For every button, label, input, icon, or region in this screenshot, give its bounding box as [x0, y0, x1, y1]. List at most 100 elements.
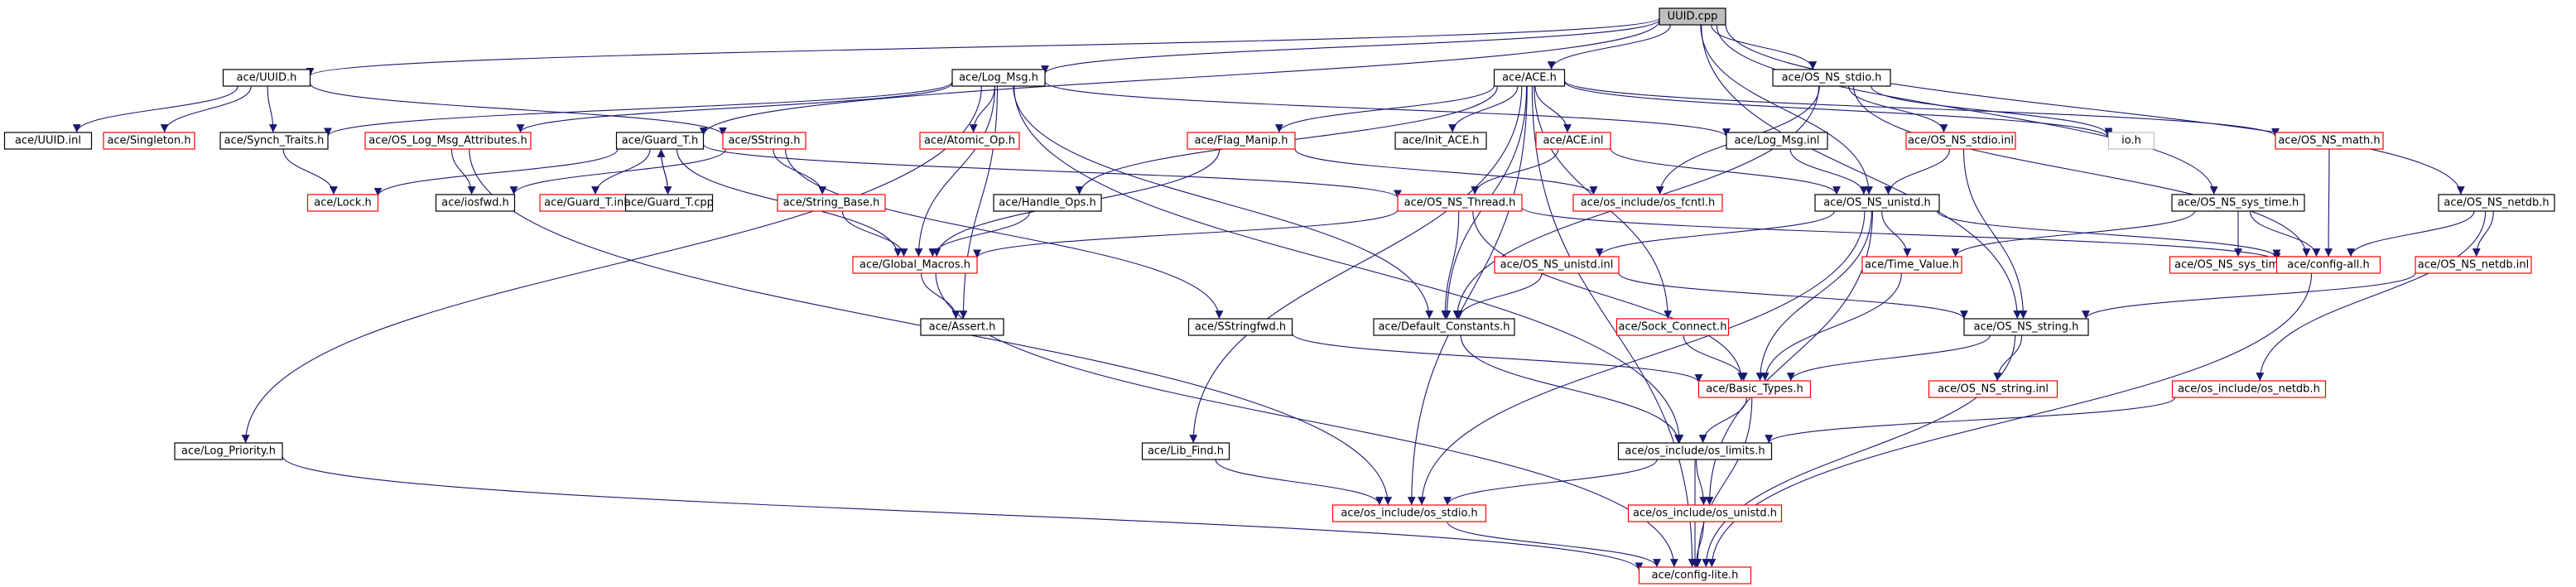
node-os_ns_thread_h[interactable]: ace/OS_NS_Thread.h — [1397, 194, 1523, 212]
node-os_ns_string_inl[interactable]: ace/OS_NS_string.inl — [1928, 380, 2058, 398]
node-time_value_h[interactable]: ace/Time_Value.h — [1861, 256, 1962, 274]
node-box-handle_ops_h[interactable] — [993, 194, 1102, 212]
node-box-log_msg_h[interactable] — [951, 69, 1046, 87]
node-box-atomic_op_h[interactable] — [919, 132, 1020, 150]
node-box-basic_types_h[interactable] — [1697, 380, 1812, 398]
node-log_priority_h[interactable]: ace/Log_Priority.h — [174, 442, 283, 460]
node-uuid_inl[interactable]: ace/UUID.inl — [3, 132, 93, 150]
node-config_all_h[interactable]: ace/config-all.h — [2275, 256, 2381, 274]
node-os_ns_netdb_h[interactable]: ace/OS_NS_netdb.h — [2438, 194, 2555, 212]
node-os_log_msg_attr_h[interactable]: ace/OS_Log_Msg_Attributes.h — [364, 132, 532, 150]
node-box-default_constants_h[interactable] — [1373, 318, 1515, 336]
node-box-os_include_unistd_h[interactable] — [1627, 504, 1783, 522]
node-box-guard_t_h[interactable] — [615, 132, 705, 150]
node-box-os_ns_stdio_inl[interactable] — [1905, 132, 2016, 150]
node-flag_manip_h[interactable]: ace/Flag_Manip.h — [1187, 132, 1296, 150]
node-log_msg_inl[interactable]: ace/Log_Msg.inl — [1726, 132, 1828, 150]
node-box-uuid_inl[interactable] — [3, 132, 93, 150]
node-box-os_ns_sys_time_h[interactable] — [2171, 194, 2305, 212]
node-box-ace_h[interactable] — [1493, 69, 1566, 87]
node-io_h[interactable]: io.h — [2107, 132, 2155, 150]
node-default_constants_h[interactable]: ace/Default_Constants.h — [1373, 318, 1515, 336]
node-atomic_op_h[interactable]: ace/Atomic_Op.h — [919, 132, 1020, 150]
node-config_lite_h[interactable]: ace/config-lite.h — [1638, 566, 1752, 585]
node-init_ace_h[interactable]: ace/Init_ACE.h — [1394, 132, 1487, 150]
node-handle_ops_h[interactable]: ace/Handle_Ops.h — [993, 194, 1102, 212]
node-synch_traits_h[interactable]: ace/Synch_Traits.h — [219, 132, 329, 150]
node-sstring_h[interactable]: ace/SString.h — [722, 132, 807, 150]
node-box-init_ace_h[interactable] — [1394, 132, 1487, 150]
node-box-assert_h[interactable] — [920, 318, 1004, 336]
node-box-synch_traits_h[interactable] — [219, 132, 329, 150]
node-box-singleton_h[interactable] — [103, 132, 195, 150]
node-box-lib_find_h[interactable] — [1141, 442, 1230, 460]
node-sock_connect_h[interactable]: ace/Sock_Connect.h — [1615, 318, 1730, 336]
node-box-uuid_h[interactable] — [222, 69, 311, 87]
node-box-config_all_h[interactable] — [2275, 256, 2381, 274]
node-box-sstringfwd_h[interactable] — [1187, 318, 1293, 336]
node-sstringfwd_h[interactable]: ace/SStringfwd.h — [1187, 318, 1293, 336]
node-lock_h[interactable]: ace/Lock.h — [306, 194, 379, 212]
node-os_ns_sys_time_inl[interactable]: ace/OS_NS_sys_time.inl — [2169, 256, 2308, 274]
edge-os_ns_string_h-to-os_ns_string_inl — [1993, 334, 2023, 382]
node-lib_find_h[interactable]: ace/Lib_Find.h — [1141, 442, 1230, 460]
node-os_include_limits_h[interactable]: ace/os_include/os_limits.h — [1617, 442, 1773, 460]
node-box-os_ns_unistd_h[interactable] — [1814, 194, 1940, 212]
node-global_macros_h[interactable]: ace/Global_Macros.h — [852, 256, 978, 274]
node-os_ns_stdio_h[interactable]: ace/OS_NS_stdio.h — [1772, 69, 1891, 87]
node-guard_t_cpp[interactable]: ace/Guard_T.cpp — [624, 194, 714, 212]
node-box-io_h[interactable] — [2107, 132, 2155, 150]
node-box-iosfwd_h[interactable] — [435, 194, 516, 212]
node-box-os_ns_unistd_inl[interactable] — [1494, 256, 1620, 274]
node-box-sock_connect_h[interactable] — [1615, 318, 1730, 336]
node-os_include_netdb_h[interactable]: ace/os_include/os_netdb.h — [2171, 380, 2327, 398]
node-string_base_h[interactable]: ace/String_Base.h — [777, 194, 886, 212]
node-os_ns_sys_time_h[interactable]: ace/OS_NS_sys_time.h — [2171, 194, 2305, 212]
node-box-os_ns_string_h[interactable] — [1963, 318, 2089, 336]
node-os_ns_unistd_h[interactable]: ace/OS_NS_unistd.h — [1814, 194, 1940, 212]
node-box-global_macros_h[interactable] — [852, 256, 978, 274]
node-uuid_cpp[interactable]: UUID.cpp — [1659, 7, 1726, 26]
edge-uuid_h-to-uuid_inl — [72, 85, 238, 133]
node-os_ns_string_h[interactable]: ace/OS_NS_string.h — [1963, 318, 2089, 336]
node-guard_t_h[interactable]: ace/Guard_T.h — [615, 132, 705, 150]
node-box-os_include_netdb_h[interactable] — [2171, 380, 2327, 398]
node-box-log_priority_h[interactable] — [174, 442, 283, 460]
node-box-uuid_cpp[interactable] — [1659, 7, 1726, 26]
node-box-time_value_h[interactable] — [1861, 256, 1962, 274]
node-box-os_ns_math_h[interactable] — [2275, 132, 2384, 150]
node-box-os_ns_netdb_inl[interactable] — [2415, 256, 2532, 274]
node-guard_t_inl[interactable]: ace/Guard_T.inl — [539, 194, 632, 212]
node-iosfwd_h[interactable]: ace/iosfwd.h — [435, 194, 516, 212]
node-os_include_unistd_h[interactable]: ace/os_include/os_unistd.h — [1627, 504, 1783, 522]
node-ace_inl[interactable]: ace/ACE.inl — [1535, 132, 1611, 150]
node-assert_h[interactable]: ace/Assert.h — [920, 318, 1004, 336]
node-os_ns_netdb_inl[interactable]: ace/OS_NS_netdb.inl — [2415, 256, 2532, 274]
node-os_ns_math_h[interactable]: ace/OS_NS_math.h — [2275, 132, 2384, 150]
node-box-log_msg_inl[interactable] — [1726, 132, 1828, 150]
node-box-os_include_limits_h[interactable] — [1617, 442, 1773, 460]
node-box-guard_t_cpp[interactable] — [624, 194, 714, 212]
node-box-os_ns_stdio_h[interactable] — [1772, 69, 1891, 87]
node-os_ns_stdio_inl[interactable]: ace/OS_NS_stdio.inl — [1905, 132, 2016, 150]
node-box-os_ns_thread_h[interactable] — [1397, 194, 1523, 212]
node-os_include_fcntl_h[interactable]: ace/os_include/os_fcntl.h — [1572, 194, 1723, 212]
node-box-config_lite_h[interactable] — [1638, 566, 1752, 585]
node-log_msg_h[interactable]: ace/Log_Msg.h — [951, 69, 1046, 87]
node-os_include_stdio_h[interactable]: ace/os_include/os_stdio.h — [1331, 504, 1487, 522]
node-box-os_ns_netdb_h[interactable] — [2438, 194, 2555, 212]
node-box-os_include_stdio_h[interactable] — [1331, 504, 1487, 522]
node-os_ns_unistd_inl[interactable]: ace/OS_NS_unistd.inl — [1494, 256, 1620, 274]
node-box-os_ns_string_inl[interactable] — [1928, 380, 2058, 398]
node-box-string_base_h[interactable] — [777, 194, 886, 212]
node-box-lock_h[interactable] — [306, 194, 379, 212]
node-ace_h[interactable]: ace/ACE.h — [1493, 69, 1566, 87]
node-box-os_log_msg_attr_h[interactable] — [364, 132, 532, 150]
node-box-sstring_h[interactable] — [722, 132, 807, 150]
node-basic_types_h[interactable]: ace/Basic_Types.h — [1697, 380, 1812, 398]
node-uuid_h[interactable]: ace/UUID.h — [222, 69, 311, 87]
node-box-os_include_fcntl_h[interactable] — [1572, 194, 1723, 212]
node-singleton_h[interactable]: ace/Singleton.h — [103, 132, 195, 150]
node-box-ace_inl[interactable] — [1535, 132, 1611, 150]
node-box-flag_manip_h[interactable] — [1187, 132, 1296, 150]
